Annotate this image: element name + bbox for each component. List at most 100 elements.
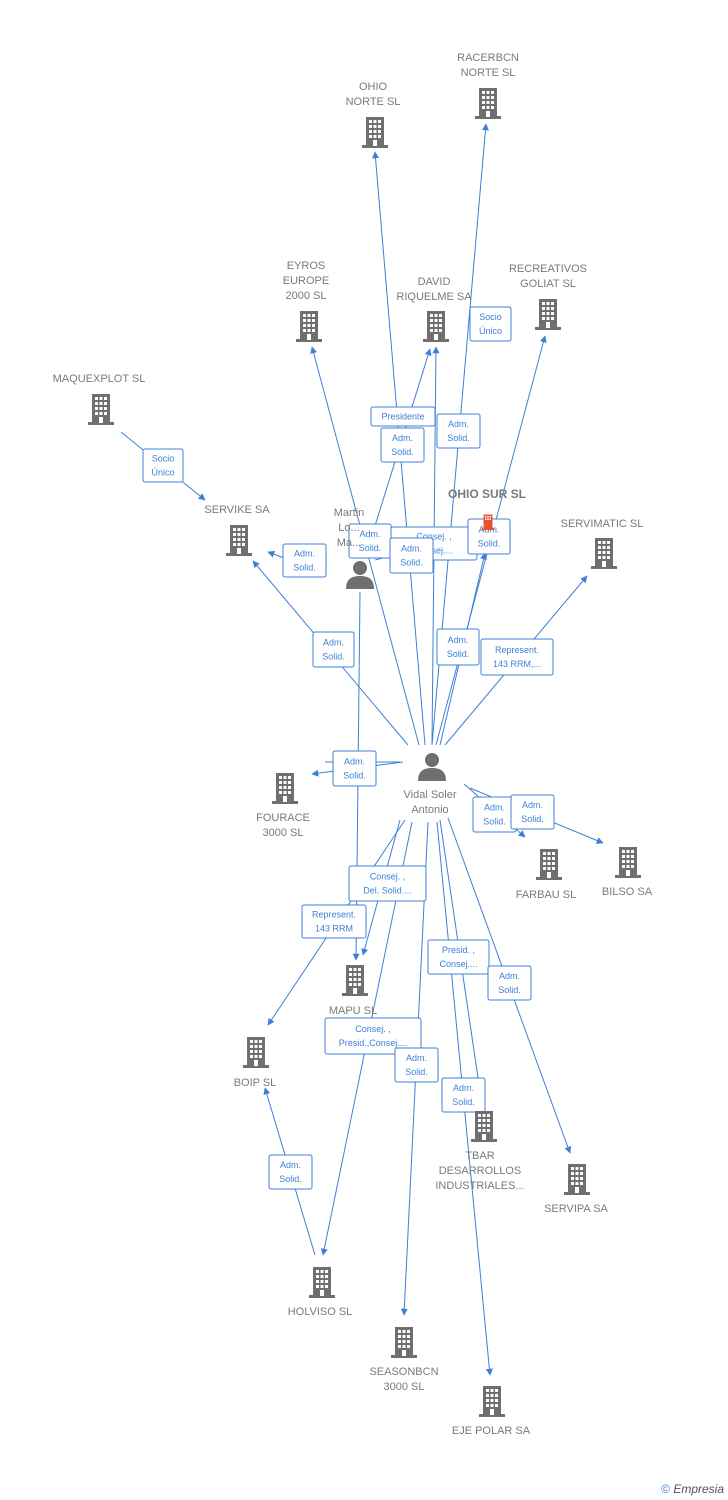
relation-text: Adm.: [484, 803, 505, 813]
node-holviso[interactable]: HOLVISO SL: [288, 1267, 353, 1318]
relation-text: Represent.: [312, 910, 356, 920]
node-label: SEASONBCN: [369, 1366, 438, 1378]
relation-text: Presidente: [381, 412, 424, 422]
building-icon: [423, 311, 449, 342]
node-label: RIQUELME SA: [396, 291, 472, 303]
relation-text: Socio: [152, 454, 175, 464]
building-icon: [362, 117, 388, 148]
node-label: SERVIMATIC SL: [561, 518, 644, 530]
relation-label-r-adm-farbau[interactable]: Adm.Solid.: [472, 796, 517, 833]
node-label: Vidal Soler: [404, 789, 457, 801]
node-label: FOURACE: [256, 812, 310, 824]
node-servike[interactable]: SERVIKE SA: [204, 504, 270, 556]
node-bilso[interactable]: BILSO SA: [602, 847, 653, 898]
relation-text: Adm.: [280, 1160, 301, 1170]
relation-label-r-adm-seasonbcn[interactable]: Adm.Solid.: [394, 1047, 439, 1083]
relation-label-r-adm-servipa[interactable]: Adm.Solid.: [487, 965, 532, 1001]
relation-text: Adm.: [453, 1083, 474, 1093]
node-label: NORTE SL: [461, 67, 516, 79]
relation-text: Solid.: [447, 433, 470, 443]
relation-text: 143 RRM,...: [493, 659, 541, 669]
relation-label-r-adm-tbar[interactable]: Adm.Solid.: [441, 1077, 486, 1113]
relation-text: Único: [151, 468, 174, 478]
relation-label-r-adm-bilso[interactable]: Adm. Solid.: [510, 794, 555, 830]
relation-label-r-consej-holviso[interactable]: Consej. ,Presid.,Consej....: [324, 1017, 422, 1055]
node-label: NORTE SL: [346, 96, 401, 108]
node-label: EJE POLAR SA: [452, 1425, 531, 1437]
node-label: BILSO SA: [602, 886, 653, 898]
relation-label-r-adm-martin-david[interactable]: Adm.Solid.: [380, 427, 425, 463]
node-racerbcn[interactable]: RACERBCN NORTE SL: [457, 52, 519, 119]
relation-text: Adm.: [447, 635, 468, 645]
node-label: EUROPE: [283, 275, 329, 287]
node-servipa[interactable]: SERVIPA SA: [544, 1164, 609, 1215]
relation-text: Consej. ,: [370, 872, 406, 882]
node-label: SERVIPA SA: [544, 1203, 608, 1215]
person-icon: [346, 561, 374, 589]
relation-label-r-adm-holviso-boip[interactable]: Adm.Solid.: [268, 1154, 313, 1190]
node-farbau[interactable]: FARBAU SL: [516, 849, 577, 901]
relation-text: Único: [479, 326, 502, 336]
building-icon: [296, 311, 322, 342]
building-icon: [564, 1164, 590, 1195]
building-icon: [475, 88, 501, 119]
node-label: RACERBCN: [457, 52, 519, 64]
node-label: Martin: [334, 507, 365, 519]
relation-label-r-adm-vidal-recreativos[interactable]: Adm.Solid.: [436, 628, 480, 666]
node-servimatic[interactable]: SERVIMATIC SL: [561, 518, 644, 569]
node-tbar[interactable]: TBARDESARROLLOSINDUSTRIALES...: [435, 1111, 525, 1192]
brand-logo-text: Empresia: [673, 1482, 724, 1496]
copyright-symbol: ©: [661, 1482, 670, 1496]
building-icon: [342, 965, 368, 996]
relation-label-r-adm-martin-servike[interactable]: Adm.Solid.: [282, 543, 327, 578]
relation-text: Solid.: [478, 539, 501, 549]
node-mapu[interactable]: MAPU SL: [329, 965, 377, 1017]
relation-text: Adm.: [294, 549, 315, 559]
relation-label-r-adm-fourace[interactable]: Adm.Solid.: [332, 750, 377, 787]
relation-label-r-presidente[interactable]: Presidente: [370, 406, 436, 427]
node-ohio-sur[interactable]: OHIO SUR SL: [448, 487, 526, 530]
relation-text: Adm.: [323, 638, 344, 648]
node-label: 2000 SL: [286, 290, 327, 302]
relation-text: Solid.: [322, 652, 345, 662]
relation-label-r-adm-vidal-servike[interactable]: Adm. Solid.: [312, 631, 355, 668]
node-label: Ma...: [337, 537, 361, 549]
relation-label-r-adm-martin-box2[interactable]: Adm.Solid.: [389, 537, 434, 574]
node-label: MAPU SL: [329, 1005, 377, 1017]
node-label: HOLVISO SL: [288, 1306, 353, 1318]
relation-text: Represent.: [495, 645, 539, 655]
relation-label-r-repres-boip[interactable]: Represent.143 RRM: [301, 904, 367, 939]
relation-label-r-presid-tbar[interactable]: Presid. ,Consej....: [427, 939, 490, 975]
node-label: Lo...: [338, 522, 359, 534]
relation-text: Consej. ,: [416, 532, 452, 542]
relation-text: Consej....: [415, 546, 453, 556]
relation-text: Adm.: [499, 971, 520, 981]
node-maquexplot[interactable]: MAQUEXPLOT SL: [53, 373, 146, 425]
building-icon: [226, 525, 252, 556]
building-icon: [88, 394, 114, 425]
relation-text: Adm.: [522, 800, 543, 810]
relation-label-r-adm-vidal-racer[interactable]: Adm. Solid.: [436, 413, 481, 449]
relation-label-r-consej-mapu[interactable]: Consej. ,Del. Solid....: [348, 865, 427, 902]
watermark: © Empresia: [661, 1482, 724, 1496]
relation-text: Adm.: [448, 419, 469, 429]
building-icon: [243, 1037, 269, 1068]
node-label: Antonio: [411, 804, 448, 816]
node-label: BOIP SL: [234, 1077, 277, 1089]
relation-label-r-repres-servimatic[interactable]: Represent. 143 RRM,...: [480, 638, 554, 676]
person-icon: [418, 753, 446, 781]
node-eje-polar[interactable]: EJE POLAR SA: [452, 1386, 531, 1437]
node-boip[interactable]: BOIP SL: [234, 1037, 277, 1089]
relation-text: Solid.: [521, 814, 544, 824]
